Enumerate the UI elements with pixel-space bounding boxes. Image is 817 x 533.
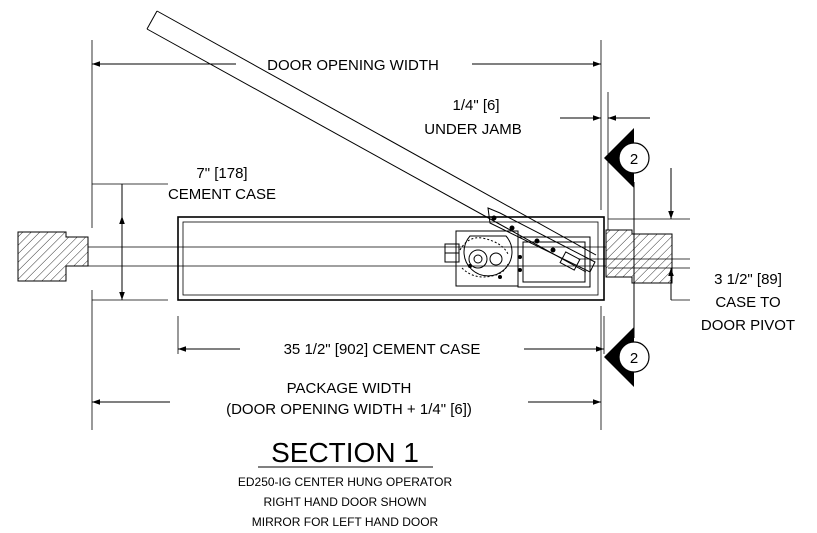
cement-case-height-label: CEMENT CASE bbox=[168, 186, 276, 203]
operator-mechanism bbox=[444, 207, 596, 288]
title-block: SECTION 1 ED250-IG CENTER HUNG OPERATOR … bbox=[238, 437, 453, 529]
case-to-pivot-line3: DOOR PIVOT bbox=[701, 317, 795, 334]
under-jamb-dimension: 1/4" [6] UNDER JAMB bbox=[424, 97, 650, 138]
cement-case bbox=[177, 216, 605, 301]
under-jamb-label: UNDER JAMB bbox=[424, 121, 522, 138]
section-marker-bottom-label: 2 bbox=[630, 350, 638, 367]
section-heading: SECTION 1 bbox=[271, 437, 419, 468]
left-wall bbox=[17, 231, 89, 282]
case-to-pivot-value: 3 1/2" [89] bbox=[714, 271, 782, 288]
title-line1: ED250-IG CENTER HUNG OPERATOR bbox=[238, 475, 453, 489]
title-line2: RIGHT HAND DOOR SHOWN bbox=[263, 495, 426, 509]
title-line3: MIRROR FOR LEFT HAND DOOR bbox=[252, 515, 439, 529]
cement-case-height-value: 7" [178] bbox=[196, 165, 247, 182]
door-opening-width-dimension: DOOR OPENING WIDTH bbox=[92, 57, 601, 74]
cement-case-length-label: 35 1/2" [902] CEMENT CASE bbox=[284, 341, 481, 358]
case-to-pivot-dimension: 3 1/2" [89] CASE TO DOOR PIVOT bbox=[668, 168, 795, 334]
cement-case-length-dimension: 35 1/2" [902] CEMENT CASE bbox=[178, 341, 604, 358]
right-wall bbox=[605, 229, 673, 284]
package-width-dimension: PACKAGE WIDTH (DOOR OPENING WIDTH + 1/4"… bbox=[92, 380, 601, 418]
extension-lines bbox=[91, 40, 609, 430]
section-marker-top-label: 2 bbox=[630, 151, 638, 168]
floor-lines bbox=[88, 246, 606, 267]
door-leaf bbox=[146, 10, 597, 273]
package-width-line2: (DOOR OPENING WIDTH + 1/4" [6]) bbox=[226, 401, 472, 418]
section-marker-top: 2 bbox=[604, 128, 650, 188]
case-to-pivot-line2: CASE TO bbox=[715, 294, 780, 311]
package-width-line1: PACKAGE WIDTH bbox=[287, 380, 412, 397]
under-jamb-value: 1/4" [6] bbox=[452, 97, 499, 114]
section-marker-bottom: 2 bbox=[604, 327, 650, 387]
door-opening-width-label: DOOR OPENING WIDTH bbox=[267, 57, 439, 74]
cement-case-height-dimension: 7" [178] CEMENT CASE bbox=[119, 165, 276, 300]
